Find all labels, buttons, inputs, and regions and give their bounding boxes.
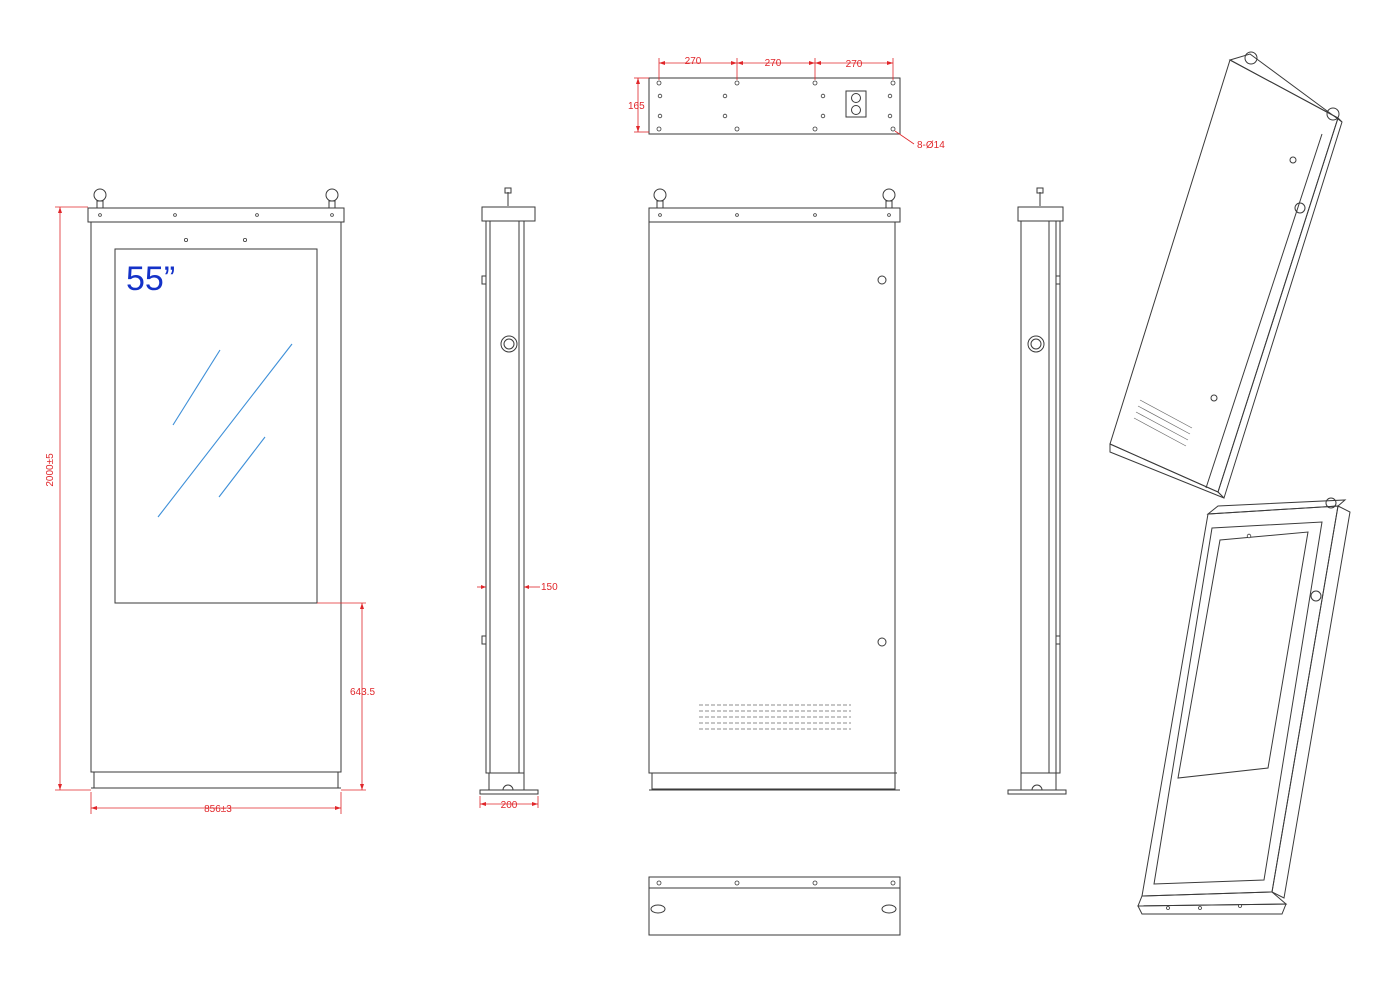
dim-top-holes: 8-Ø14 bbox=[917, 140, 945, 151]
screen bbox=[114, 248, 318, 604]
dim-screen-bottom-label: 643.5 bbox=[350, 687, 375, 698]
lifting-eye-right bbox=[325, 188, 339, 209]
dim-top-spacing-1: 270 bbox=[685, 56, 702, 67]
rear-vent bbox=[699, 704, 851, 730]
lifting-eye-left bbox=[93, 188, 107, 209]
side-view-right bbox=[1007, 187, 1067, 795]
cabinet-body bbox=[90, 221, 342, 773]
isometric-front-view bbox=[1137, 497, 1351, 915]
rear-view bbox=[648, 188, 901, 791]
dim-base-depth-label: 200 bbox=[501, 800, 518, 811]
dim-width: 856±3 bbox=[90, 792, 342, 815]
isometric-rear-view bbox=[1109, 51, 1343, 499]
dim-height: 2000±5 bbox=[45, 206, 91, 791]
screen-size-label: 55” bbox=[126, 260, 175, 298]
dim-base-depth: 200 bbox=[479, 796, 539, 811]
dim-top-spacing-2: 270 bbox=[765, 58, 782, 69]
dim-top-plate-depth: 165 bbox=[628, 101, 645, 112]
dim-side-depth-label: 150 bbox=[541, 582, 558, 593]
side-view-left: 150 200 bbox=[477, 187, 558, 811]
iso-rear-vent bbox=[1133, 399, 1193, 447]
dim-width-label: 856±3 bbox=[204, 804, 232, 815]
dim-height-label: 2000±5 bbox=[45, 453, 56, 487]
dim-side-depth: 150 bbox=[477, 582, 558, 593]
top-cap bbox=[87, 207, 345, 223]
top-view: 270 270 270 165 8-Ø14 bbox=[628, 56, 945, 151]
bottom-view bbox=[648, 876, 901, 936]
front-view: 55” 2000±5 856±3 643. bbox=[45, 188, 375, 815]
dim-top-spacing-3: 270 bbox=[846, 59, 863, 70]
dim-screen-bottom: 643.5 bbox=[317, 602, 375, 791]
base bbox=[93, 771, 339, 789]
